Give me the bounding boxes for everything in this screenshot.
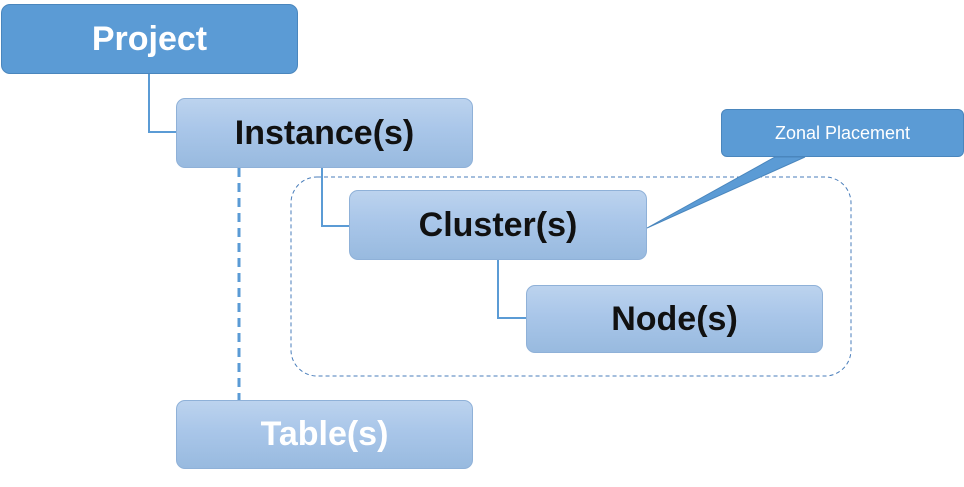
node-node: Node(s) (526, 285, 823, 353)
zonal-region-border (290, 176, 852, 377)
instance-node: Instance(s) (176, 98, 473, 168)
callout-pointer (646, 156, 806, 229)
project-instance-connector (148, 74, 176, 133)
project-node: Project (1, 4, 298, 74)
cluster-node: Cluster(s) (349, 190, 647, 260)
project-label: Project (91, 19, 208, 58)
instance-cluster-connector (321, 168, 349, 227)
cluster-node-connector (497, 260, 526, 319)
instance-label: Instance(s) (234, 113, 415, 152)
table-node: Table(s) (176, 400, 473, 469)
zonal-placement-callout: Zonal Placement (721, 109, 964, 157)
node-label: Node(s) (611, 299, 738, 338)
callout-label: Zonal Placement (774, 122, 911, 143)
table-label: Table(s) (260, 415, 389, 453)
cluster-label: Cluster(s) (418, 205, 578, 244)
